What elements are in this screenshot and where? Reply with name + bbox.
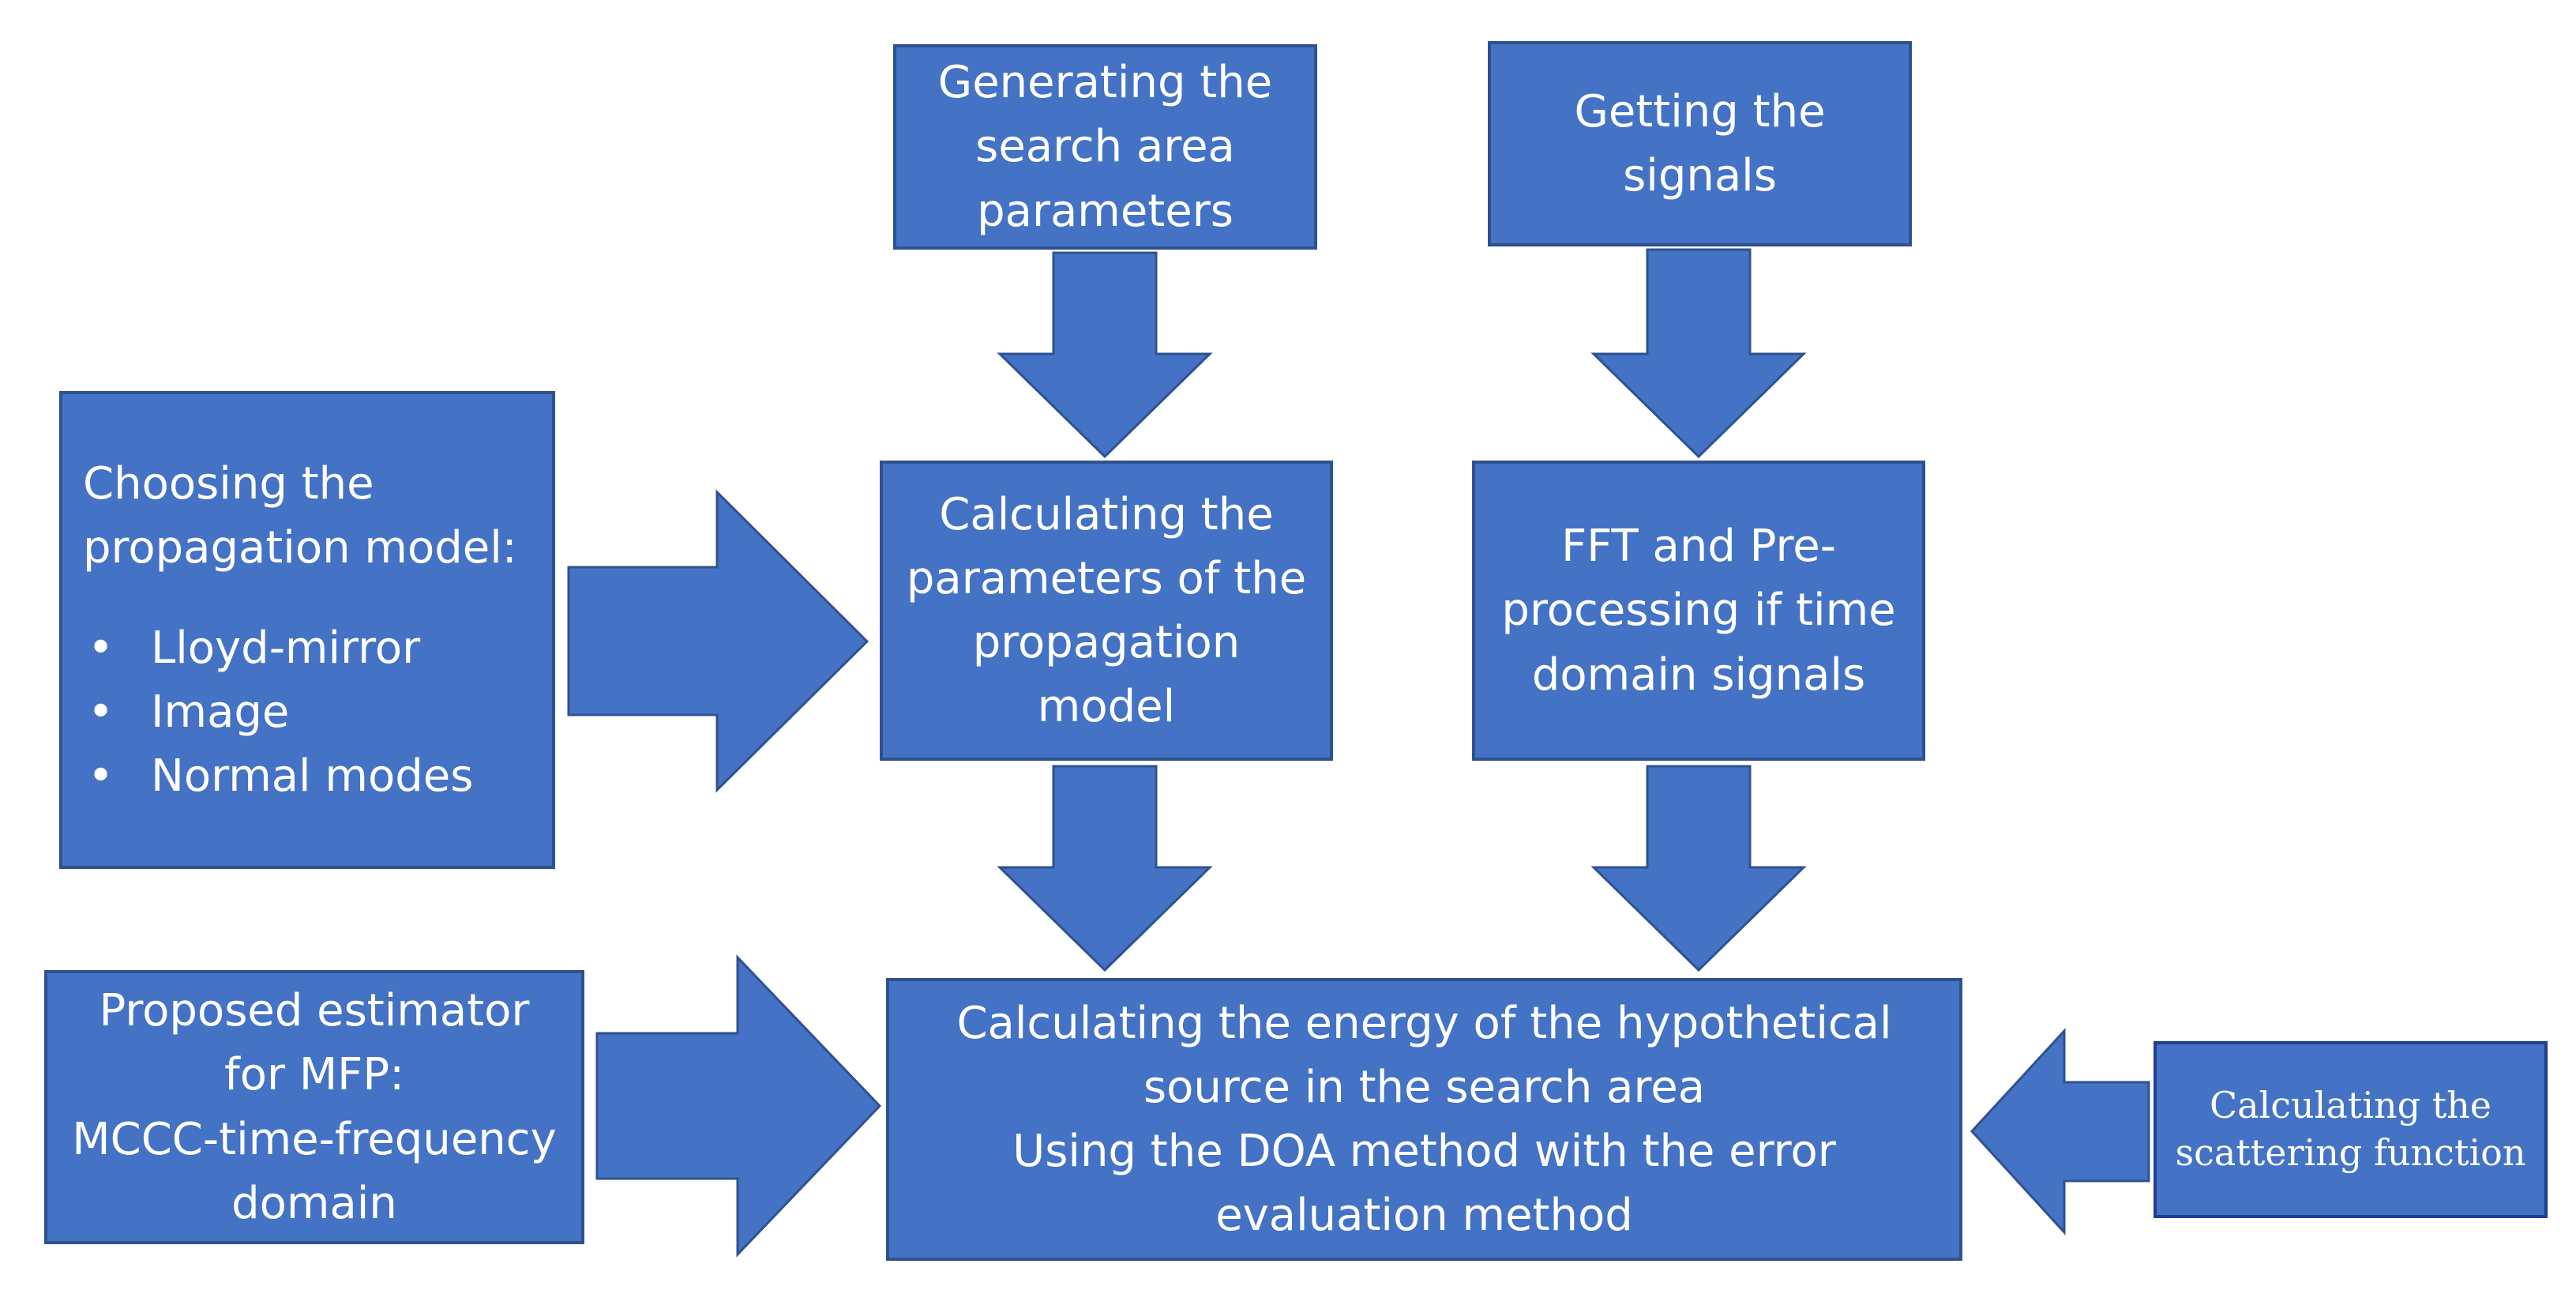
propagation-model-option: • Image [83,680,517,744]
arrow-fft-to-energy [1590,765,1807,972]
bullet-icon: • [88,686,115,739]
scattering-text: Calculating the scattering function [2175,1084,2526,1174]
arrow-model-to-params [567,489,869,793]
search-area-box: Generating the search area parameters [893,44,1317,250]
fft-text: FFT and Pre- processing if time domain s… [1501,521,1896,701]
estimator-box: Proposed estimator for MFP: MCCC-time-fr… [44,970,584,1244]
propagation-model-option-label: Lloyd-mirror [151,622,421,674]
propagation-model-option: • Lloyd-mirror [83,616,517,680]
propagation-model-option-label: Image [151,686,290,739]
energy-box: Calculating the energy of the hypothetic… [886,978,1962,1261]
arrow-search-to-params [997,251,1213,459]
arrow-signals-to-fft [1590,248,1807,459]
propagation-model-list: • Lloyd-mirror • Image • Normal modes [83,616,517,809]
scattering-box: Calculating the scattering function [2154,1041,2548,1218]
propagation-params-box: Calculating the parameters of the propag… [880,461,1333,761]
arrow-scattering-to-energy [1970,1028,2150,1235]
search-area-text: Generating the search area parameters [937,57,1273,237]
fft-box: FFT and Pre- processing if time domain s… [1472,461,1925,761]
bullet-icon: • [88,622,115,674]
signals-box: Getting the signals [1488,41,1912,246]
signals-text: Getting the signals [1574,85,1826,201]
arrow-estimator-to-energy [595,954,882,1258]
arrow-params-to-energy [997,765,1213,972]
propagation-model-choice-content: Choosing the propagation model: • Lloyd-… [83,452,517,809]
propagation-params-text: Calculating the parameters of the propag… [906,488,1307,733]
energy-text: Calculating the energy of the hypothetic… [956,997,1892,1242]
estimator-text: Proposed estimator for MFP: MCCC-time-fr… [72,985,557,1229]
propagation-model-option: • Normal modes [83,744,517,808]
bullet-icon: • [88,750,115,803]
propagation-model-option-label: Normal modes [151,750,474,803]
propagation-model-heading: Choosing the propagation model: [83,457,517,574]
propagation-model-choice-box: Choosing the propagation model: • Lloyd-… [59,391,555,869]
